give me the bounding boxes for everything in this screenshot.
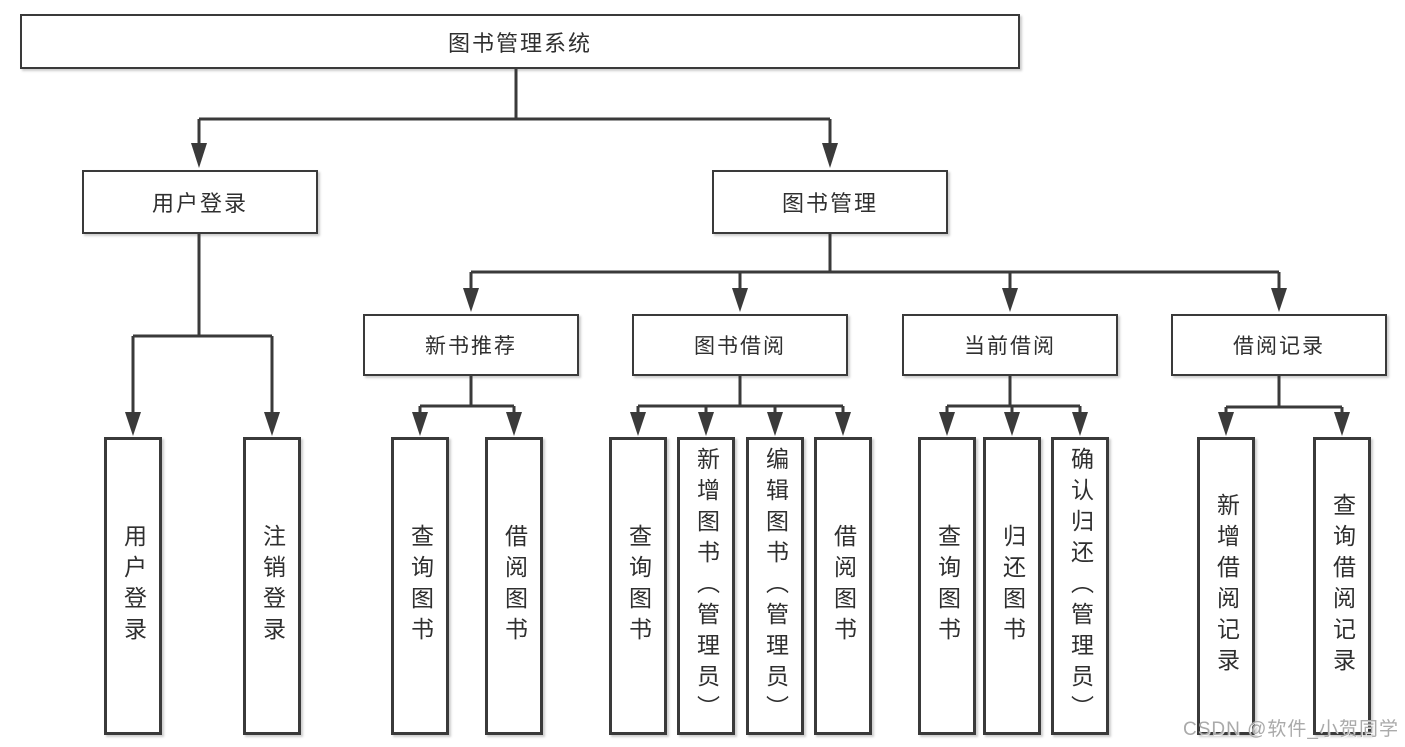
leaf-borrow-edit-books-admin: 编辑图书（管理员） (746, 437, 804, 735)
connector-book-management (463, 234, 1287, 312)
leaf-current-return-books: 归还图书 (983, 437, 1041, 735)
leaf-logout-login: 注销登录 (243, 437, 301, 735)
leaf-borrow-add-books-admin-label: 新增图书（管理员） (693, 446, 720, 726)
connector-user-login (125, 234, 280, 436)
leaf-newbook-query-books-label: 查询图书 (407, 524, 434, 648)
leaf-records-query-record-label: 查询借阅记录 (1329, 493, 1356, 679)
leaf-newbook-borrow-books: 借阅图书 (485, 437, 543, 735)
leaf-newbook-borrow-books-label: 借阅图书 (501, 524, 528, 648)
leaf-newbook-query-books: 查询图书 (391, 437, 449, 735)
connector-new-book-recommendation (412, 376, 522, 436)
node-new-book-recommendation-label: 新书推荐 (425, 335, 517, 358)
node-root-system: 图书管理系统 (20, 14, 1020, 69)
node-borrowing-records: 借阅记录 (1171, 314, 1387, 376)
leaf-current-return-books-label: 归还图书 (999, 524, 1026, 648)
node-book-borrowing-label: 图书借阅 (694, 335, 786, 358)
node-book-management-label: 图书管理 (781, 191, 878, 216)
node-user-login: 用户登录 (82, 170, 318, 234)
leaf-records-add-record-label: 新增借阅记录 (1213, 493, 1240, 679)
leaf-borrow-borrow-books: 借阅图书 (814, 437, 872, 735)
leaf-borrow-add-books-admin: 新增图书（管理员） (677, 437, 735, 735)
csdn-watermark: CSDN @软件_小贺同学 (1183, 719, 1399, 740)
node-new-book-recommendation: 新书推荐 (363, 314, 579, 376)
node-current-borrowing: 当前借阅 (902, 314, 1118, 376)
leaf-current-query-books: 查询图书 (918, 437, 976, 735)
node-current-borrowing-label: 当前借阅 (964, 335, 1056, 358)
node-root-label: 图书管理系统 (447, 30, 592, 56)
node-book-borrowing: 图书借阅 (632, 314, 848, 376)
connector-book-borrowing (630, 376, 851, 436)
node-borrowing-records-label: 借阅记录 (1233, 335, 1325, 358)
leaf-logout-login-label: 注销登录 (259, 524, 286, 648)
node-book-management: 图书管理 (712, 170, 948, 234)
leaf-user-login-label: 用户登录 (120, 524, 147, 648)
leaf-records-query-record: 查询借阅记录 (1313, 437, 1371, 735)
leaf-records-add-record: 新增借阅记录 (1197, 437, 1255, 735)
leaf-current-query-books-label: 查询图书 (934, 524, 961, 648)
leaf-current-confirm-return-admin-label: 确认归还（管理员） (1067, 446, 1094, 726)
leaf-current-confirm-return-admin: 确认归还（管理员） (1051, 437, 1109, 735)
leaf-borrow-query-books: 查询图书 (609, 437, 667, 735)
leaf-borrow-query-books-label: 查询图书 (625, 524, 652, 648)
leaf-borrow-edit-books-admin-label: 编辑图书（管理员） (762, 446, 789, 726)
connector-borrowing-records (1218, 376, 1350, 436)
node-user-login-label: 用户登录 (151, 191, 248, 216)
connector-current-borrowing (939, 376, 1088, 436)
connector-root (191, 69, 838, 168)
leaf-borrow-borrow-books-label: 借阅图书 (830, 524, 857, 648)
leaf-user-login: 用户登录 (104, 437, 162, 735)
